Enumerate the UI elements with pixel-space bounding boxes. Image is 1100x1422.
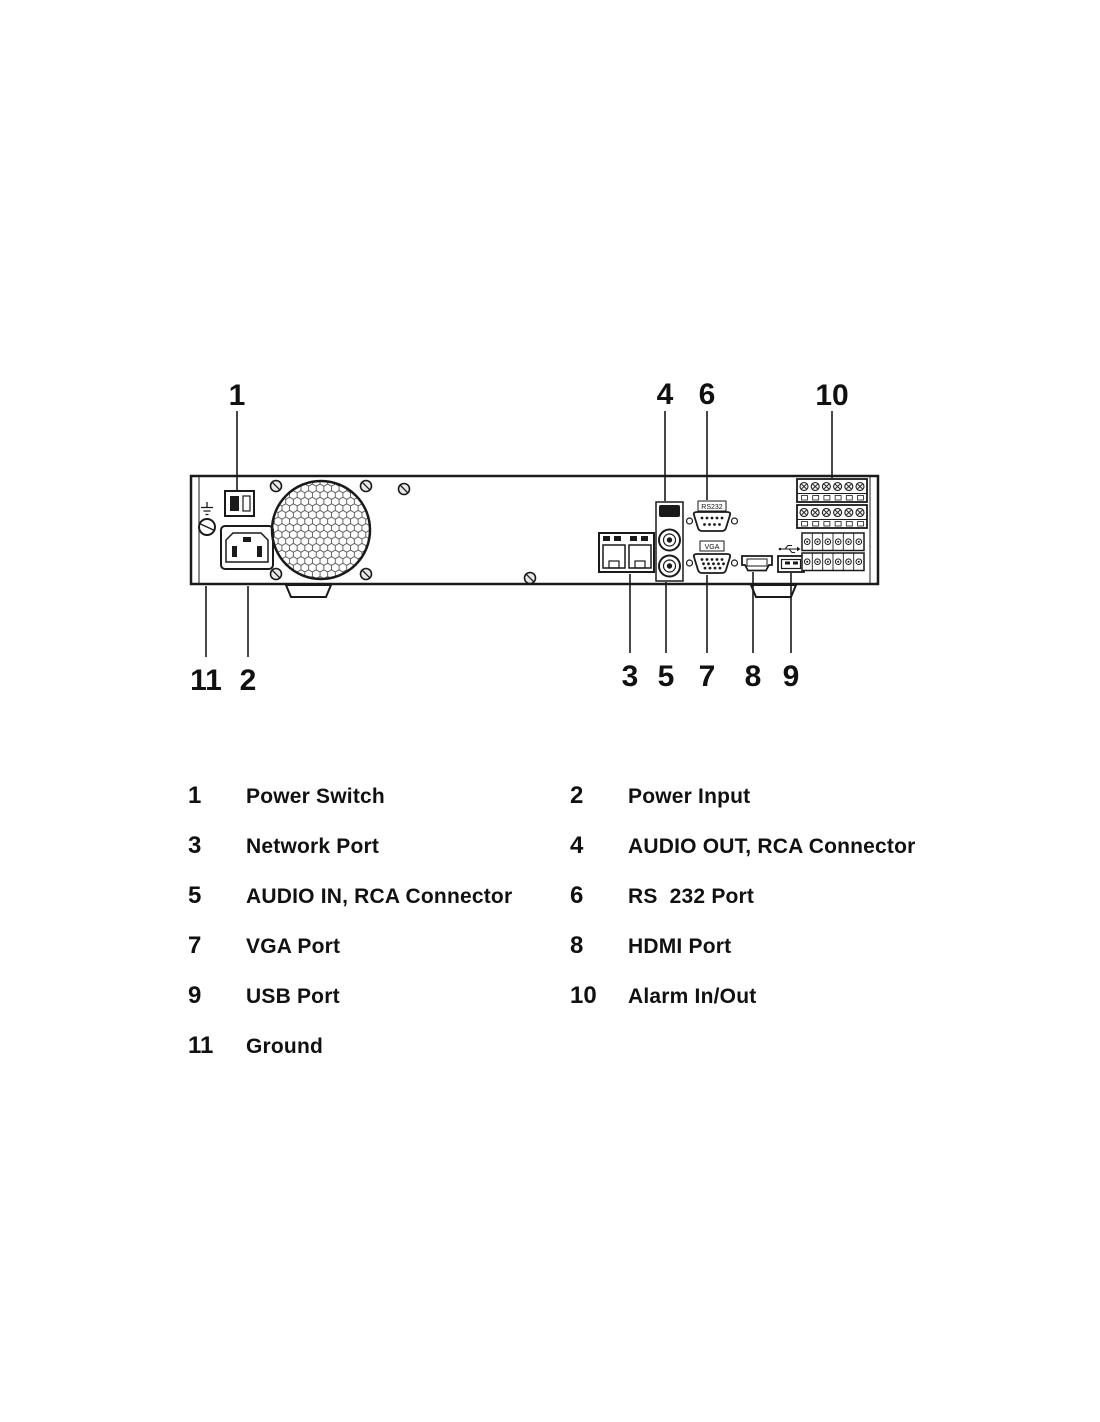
callout-numbers: 1 4 6 10 11 2 3 5 7 8 9 xyxy=(190,378,849,697)
legend-item-label: Power Switch xyxy=(246,785,385,808)
leader-lines xyxy=(205,411,833,657)
legend-item-number: 9 xyxy=(188,982,202,1009)
legend-item-11: 11 Ground xyxy=(188,1032,570,1060)
callout-8: 8 xyxy=(745,660,762,693)
legend-item-number: 6 xyxy=(570,882,584,909)
callout-6: 6 xyxy=(699,378,716,411)
callout-10: 10 xyxy=(815,379,848,412)
chassis-foot-right xyxy=(749,584,798,598)
power-switch xyxy=(224,490,255,517)
legend-item-6: 6 RS 232 Port xyxy=(570,882,958,910)
legend-item-2: 2 Power Input xyxy=(570,782,958,810)
legend-item-label: HDMI Port xyxy=(628,935,732,958)
legend-item-number: 4 xyxy=(570,832,584,859)
rs232-label: RS232 xyxy=(701,504,723,511)
legend-item-1: 1 Power Switch xyxy=(188,782,570,810)
cooling-fan xyxy=(269,479,373,581)
legend-item-label: Alarm In/Out xyxy=(628,985,757,1008)
alarm-terminal-block-2 xyxy=(796,504,868,529)
audio-out-rca xyxy=(658,528,681,552)
alarm-terminal-block-1 xyxy=(796,478,868,503)
usb-icon xyxy=(778,545,801,553)
legend-item-number: 5 xyxy=(188,882,202,909)
legend-item-number: 10 xyxy=(570,982,597,1009)
legend-item-number: 7 xyxy=(188,932,202,959)
legend-item-label: AUDIO OUT, RCA Connector xyxy=(628,835,916,858)
callout-3: 3 xyxy=(622,660,639,693)
network-ports xyxy=(598,532,655,573)
legend-item-label: RS 232 Port xyxy=(628,885,755,908)
legend-item-9: 9 USB Port xyxy=(188,982,570,1010)
audio-in-rca xyxy=(658,554,681,578)
vga-port: VGA xyxy=(685,540,739,574)
chassis-foot-left xyxy=(284,584,333,598)
legend-item-label: AUDIO IN, RCA Connector xyxy=(246,885,513,908)
callout-9: 9 xyxy=(783,660,800,693)
legend-item-label: Network Port xyxy=(246,835,380,858)
audio-rca-connectors xyxy=(655,501,684,582)
usb-port xyxy=(777,545,805,573)
legend-item-label: Ground xyxy=(246,1035,324,1058)
legend-item-7: 7 VGA Port xyxy=(188,932,570,960)
callout-7: 7 xyxy=(699,660,716,693)
legend-item-number: 8 xyxy=(570,932,584,959)
ground-screw xyxy=(198,502,216,536)
legend-item-label: Power Input xyxy=(628,785,751,808)
callout-11: 11 xyxy=(190,664,222,697)
legend: 1 Power Switch 2 Power Input 3 Network P… xyxy=(188,782,958,1060)
rs232-port: RS232 xyxy=(685,500,739,532)
legend-item-5: 5 AUDIO IN, RCA Connector xyxy=(188,882,570,910)
legend-item-number: 3 xyxy=(188,832,202,859)
callout-5: 5 xyxy=(658,660,675,693)
callout-2: 2 xyxy=(240,664,257,697)
hdmi-port xyxy=(741,555,773,572)
callout-4: 4 xyxy=(657,378,674,411)
legend-item-4: 4 AUDIO OUT, RCA Connector xyxy=(570,832,958,860)
legend-item-label: USB Port xyxy=(246,985,340,1008)
legend-item-number: 11 xyxy=(188,1032,214,1059)
power-input-socket xyxy=(220,525,274,570)
io-terminal-block xyxy=(801,532,865,572)
legend-item-3: 3 Network Port xyxy=(188,832,570,860)
legend-item-number: 2 xyxy=(570,782,584,809)
vga-label: VGA xyxy=(705,544,720,551)
legend-item-label: VGA Port xyxy=(246,935,341,958)
callout-1: 1 xyxy=(229,379,246,412)
legend-item-number: 1 xyxy=(188,782,202,809)
legend-item-8: 8 HDMI Port xyxy=(570,932,958,960)
rear-panel-diagram: RS232 VGA xyxy=(189,378,880,697)
legend-item-10: 10 Alarm In/Out xyxy=(570,982,958,1010)
